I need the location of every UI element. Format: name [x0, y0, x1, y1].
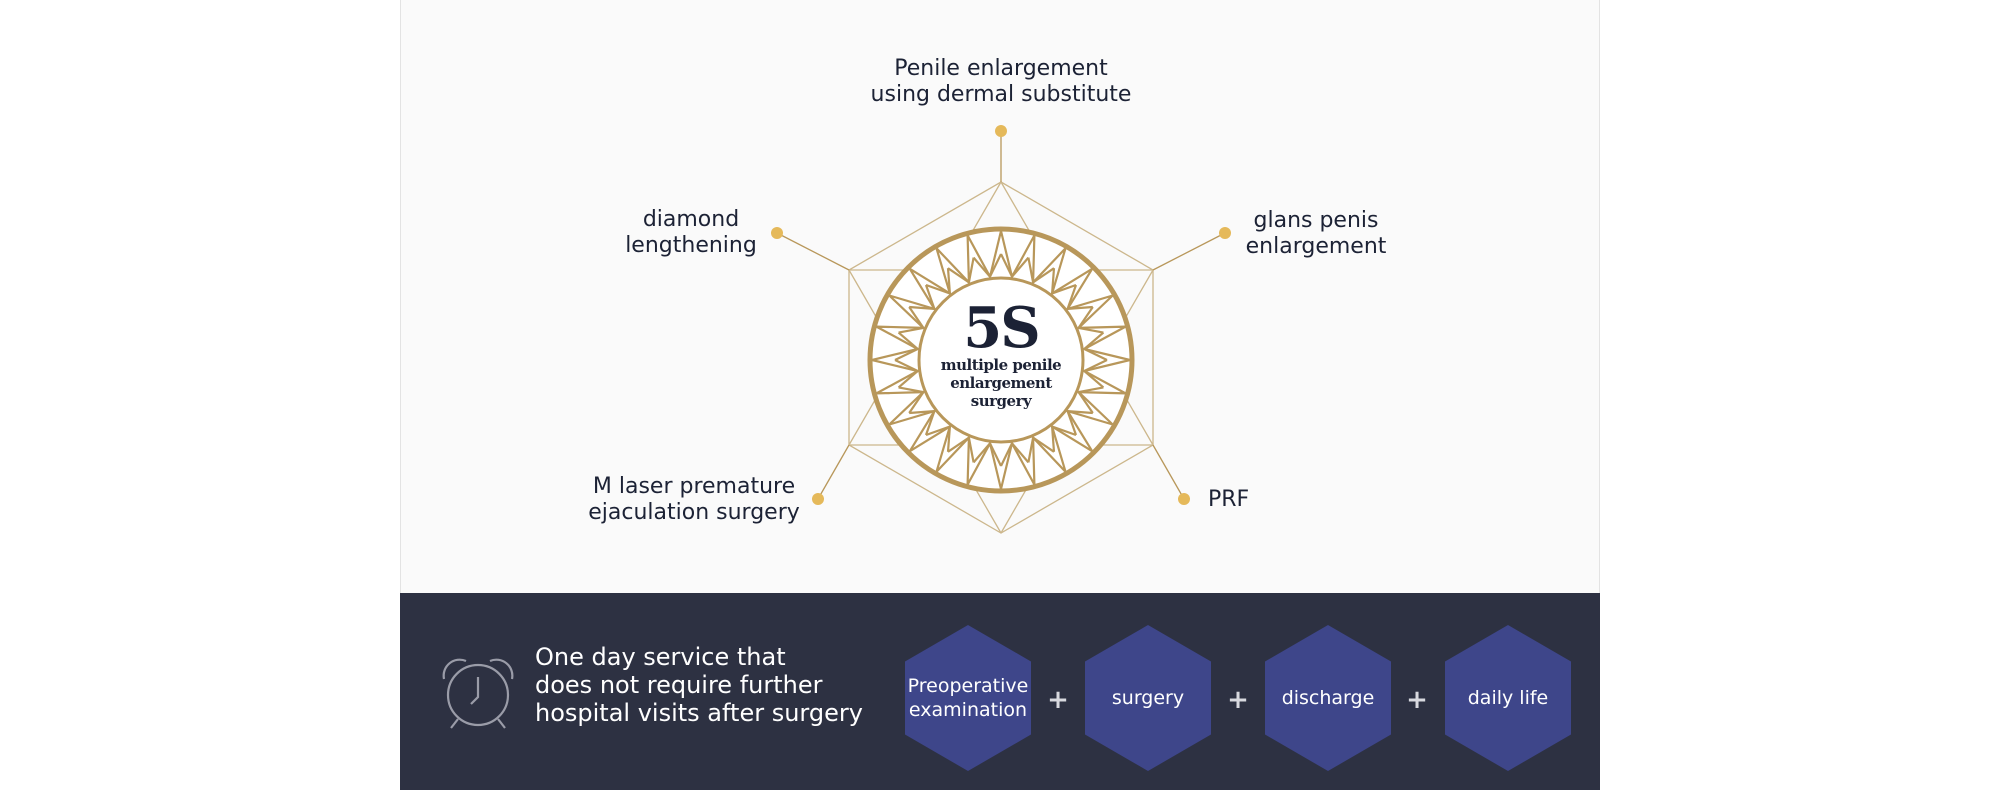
- plus-sign: +: [1227, 685, 1249, 715]
- ring-facet: [1051, 283, 1077, 295]
- alarm-clock-icon: [442, 658, 514, 729]
- dot-lower-left: [812, 493, 824, 505]
- ring-zigzag: [871, 230, 1131, 490]
- ring-facet: [989, 442, 1002, 467]
- ring-facet: [1000, 253, 1013, 278]
- ring-facet: [967, 257, 975, 283]
- ring-facet: [924, 284, 936, 310]
- ring-facet: [897, 331, 919, 350]
- ring-facet: [989, 253, 1002, 278]
- ring-facet: [1078, 326, 1104, 334]
- ring-facet: [1077, 306, 1094, 329]
- center-subtitle: multiple penile enlargement surgery: [940, 356, 1062, 410]
- step-label: surgery: [1111, 687, 1185, 709]
- ring-facet: [967, 437, 975, 463]
- ring-facet: [1051, 426, 1056, 452]
- ring-facet: [908, 391, 925, 414]
- procedure-label-line: using dermal substitute: [870, 82, 1132, 107]
- plus-sign: +: [1047, 685, 1069, 715]
- step-label: daily life: [1467, 687, 1549, 709]
- connector-lower-right: [1152, 444, 1185, 500]
- ring-facet: [925, 425, 951, 437]
- ring-facet: [1000, 442, 1013, 467]
- connector-upper-left: [776, 232, 850, 271]
- ring-facet: [898, 326, 924, 334]
- ring-facet: [1083, 370, 1105, 389]
- procedure-label-line: enlargement: [1245, 234, 1387, 259]
- dot-upper-right: [1219, 227, 1231, 239]
- procedure-label-lower-left: M laser premature ejaculation surgery: [588, 474, 800, 526]
- ring-facet: [1083, 359, 1108, 372]
- procedure-label-upper-right: glans penis enlargement: [1246, 208, 1387, 260]
- dot-top: [995, 125, 1007, 137]
- ring-facet: [1027, 257, 1035, 283]
- ring-facet: [1066, 284, 1078, 310]
- ring-facet: [1051, 425, 1077, 437]
- plus-sign: +: [1406, 685, 1428, 715]
- ring-facet: [947, 267, 970, 284]
- ring-facet: [1067, 410, 1093, 415]
- connector-lower-left: [817, 444, 850, 500]
- procedure-label-line: ejaculation surgery: [588, 500, 800, 525]
- center-subtitle-line: enlargement: [950, 374, 1052, 392]
- ring-facet: [925, 283, 951, 295]
- step-label-line: Preoperative: [907, 675, 1029, 697]
- ring-facet: [909, 410, 935, 415]
- ring-facet: [972, 256, 991, 278]
- ring-facet: [1078, 386, 1104, 394]
- dot-lower-right: [1178, 493, 1190, 505]
- service-line: hospital visits after surgery: [535, 699, 863, 727]
- center-subtitle-line: multiple penile: [940, 356, 1062, 374]
- ring-facet: [1027, 437, 1035, 463]
- ring-facet: [1032, 267, 1055, 284]
- ring-facet: [894, 348, 919, 361]
- step-label-line: examination: [908, 699, 1028, 721]
- procedure-label-line: diamond: [642, 207, 740, 232]
- ring-facet: [908, 306, 925, 329]
- center-subtitle-line: surgery: [970, 392, 1032, 410]
- ring-facet: [1077, 391, 1094, 414]
- ring-facet: [946, 426, 951, 452]
- procedure-diagram-section: 5S multiple penile enlargement surgery P…: [400, 0, 1600, 593]
- ring-facet: [898, 386, 924, 394]
- ring-facet: [947, 436, 970, 453]
- ring-facet: [1032, 436, 1055, 453]
- procedure-label-upper-left: diamond lengthening: [625, 207, 757, 259]
- ring-facet: [1051, 268, 1056, 294]
- service-band: One day service that does not require fu…: [400, 593, 1600, 790]
- service-line: does not require further: [535, 671, 823, 699]
- ring-facet: [1066, 410, 1078, 436]
- procedure-diagram: [771, 125, 1231, 534]
- center-title: 5S: [963, 295, 1040, 361]
- ring-facet: [1083, 331, 1105, 350]
- ring-facet: [924, 410, 936, 436]
- procedure-label-line: glans penis: [1253, 208, 1379, 233]
- ring-facet: [972, 442, 991, 464]
- ring-facet: [1011, 256, 1030, 278]
- ornamental-ring: [867, 226, 1135, 494]
- step-daily-life: daily life: [1445, 625, 1571, 771]
- ring-facet: [894, 359, 919, 372]
- procedure-label-lower-right: PRF: [1208, 487, 1250, 512]
- procedure-label-line: Penile enlargement: [894, 56, 1108, 81]
- ring-facet: [946, 268, 951, 294]
- connector-lines: [776, 131, 1226, 500]
- step-surgery: surgery: [1085, 625, 1211, 771]
- ring-facet: [897, 370, 919, 389]
- connector-upper-right: [1152, 232, 1226, 271]
- service-line: One day service that: [535, 643, 786, 671]
- ring-facet: [1083, 348, 1108, 361]
- ring-facet: [1011, 442, 1030, 464]
- step-label: discharge: [1281, 687, 1375, 709]
- ring-facet: [909, 305, 935, 310]
- procedure-label-top: Penile enlargement using dermal substitu…: [871, 56, 1132, 108]
- procedure-label-line: lengthening: [625, 233, 757, 258]
- content-panel: 5S multiple penile enlargement surgery P…: [400, 0, 1600, 790]
- step-preoperative-examination: Preoperative examination: [905, 625, 1031, 771]
- dot-upper-left: [771, 227, 783, 239]
- procedure-label-line: M laser premature: [592, 474, 796, 499]
- step-discharge: discharge: [1265, 625, 1391, 771]
- ring-facet: [1067, 305, 1093, 310]
- service-description: One day service that does not require fu…: [535, 643, 863, 727]
